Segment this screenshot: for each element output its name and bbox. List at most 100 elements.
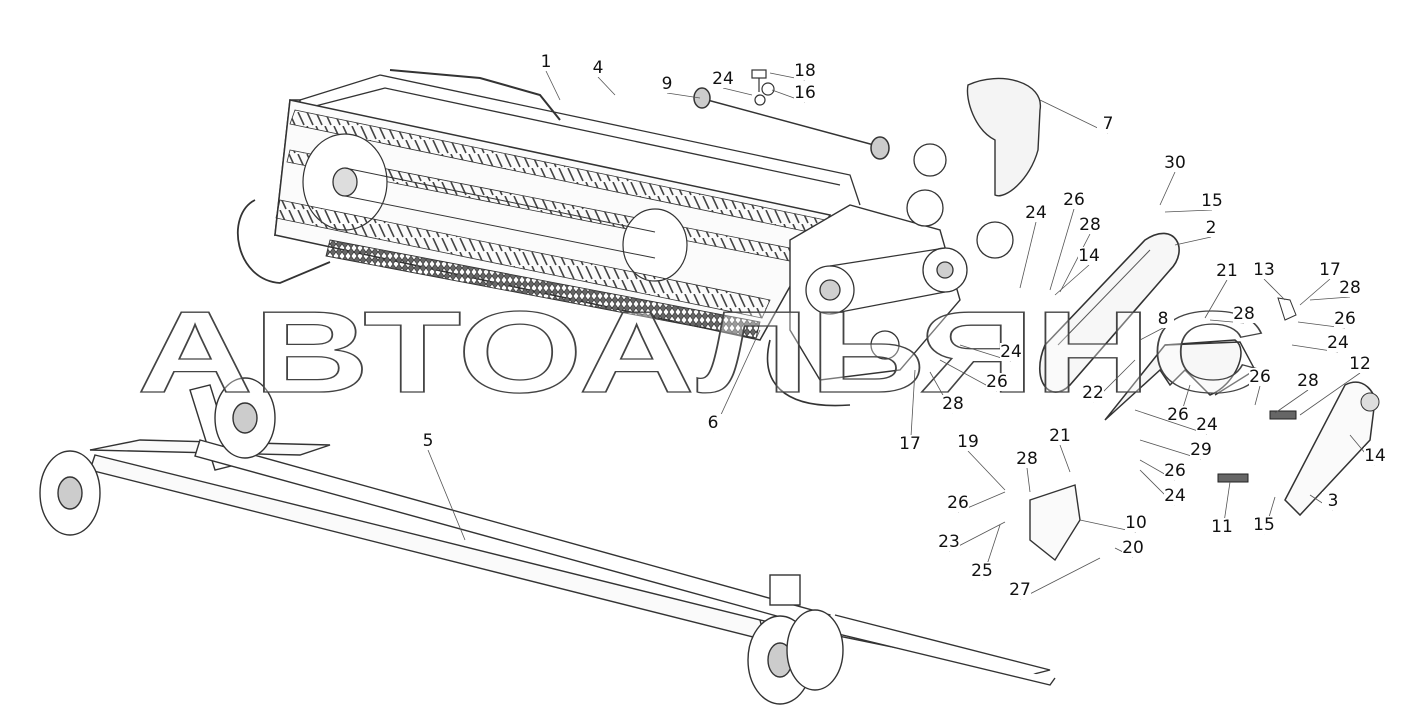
callout-leader-line — [1254, 385, 1261, 406]
callout-label: 24 — [1025, 203, 1047, 223]
bracket-part — [1269, 410, 1297, 420]
callout-label: 25 — [971, 561, 993, 581]
callout-leader-line — [1274, 389, 1309, 414]
callout-label: 17 — [1319, 260, 1341, 280]
callout-label-bg — [1164, 154, 1186, 172]
callout-label: 8 — [1158, 309, 1169, 329]
callout-label-bg — [794, 84, 816, 102]
callout-label-bg — [1200, 219, 1222, 237]
callout-label: 20 — [1122, 538, 1144, 558]
callout-label: 7 — [1103, 114, 1114, 134]
callout-label-bg — [1216, 262, 1238, 280]
callout-label: 26 — [1164, 461, 1186, 481]
callout-label-bg — [1253, 261, 1275, 279]
callout-label: 9 — [662, 74, 673, 94]
callout-leader-line — [1059, 233, 1091, 293]
callout-leader-line — [1039, 99, 1109, 134]
callout-leader-line — [1054, 264, 1090, 296]
callout-label-bg — [1211, 518, 1233, 536]
callout-label: 14 — [1364, 446, 1386, 466]
callout-label: 28 — [942, 394, 964, 414]
callout-leader-line — [1019, 221, 1037, 289]
callout-label-bg — [1201, 192, 1223, 210]
callout-label-bg — [1078, 247, 1100, 265]
callout-label-bg — [947, 494, 969, 512]
callout-leader-line — [666, 92, 701, 99]
callout-label-bg — [1297, 372, 1319, 390]
callout-label: 10 — [1125, 513, 1147, 533]
callout-label-bg — [1319, 261, 1341, 279]
callout-label: 27 — [1009, 580, 1031, 600]
callout-label: 15 — [1201, 191, 1223, 211]
callout-leader-line — [1263, 278, 1286, 301]
drive-shaft — [693, 87, 890, 160]
callout-label: 4 — [593, 58, 604, 78]
callout-label-bg — [417, 432, 439, 450]
callout-label-bg — [1190, 441, 1212, 459]
callout-label: 28 — [1016, 449, 1038, 469]
callout-label: 26 — [1167, 405, 1189, 425]
callout-label: 23 — [938, 532, 960, 552]
callout-label: 26 — [1063, 190, 1085, 210]
callout-leader-line — [1174, 236, 1212, 246]
callout-label: 21 — [1049, 426, 1071, 446]
callout-label: 30 — [1164, 153, 1186, 173]
callout-label-bg — [1122, 539, 1144, 557]
callout-label: 16 — [794, 83, 816, 103]
callout-label: 26 — [986, 372, 1008, 392]
cover-part — [966, 77, 1041, 197]
callout-label-bg — [535, 53, 557, 71]
callout-label-bg — [1196, 416, 1218, 434]
callout-label: 14 — [1078, 246, 1100, 266]
shield-part — [1104, 339, 1242, 421]
bolt-nut-group — [751, 69, 775, 106]
callout-label: 28 — [1339, 278, 1361, 298]
callout-label-bg — [1322, 492, 1344, 510]
callout-leader-line — [1159, 171, 1176, 206]
belt-guard — [1039, 232, 1180, 393]
callout-leader-line — [427, 449, 466, 541]
callout-label-bg — [1253, 516, 1275, 534]
callout-label-bg — [1152, 310, 1174, 328]
callout-leader-line — [1309, 296, 1351, 301]
callout-label: 24 — [1327, 333, 1349, 353]
callout-label-bg — [1167, 406, 1189, 424]
callout-label: 24 — [712, 69, 734, 89]
callout-label: 17 — [899, 434, 921, 454]
callout-label-bg — [1009, 581, 1031, 599]
callout-label: 6 — [708, 413, 719, 433]
callout-label: 28 — [1233, 304, 1255, 324]
callout-label-bg — [712, 70, 734, 88]
callout-label: 24 — [1196, 415, 1218, 435]
callout-label: 29 — [1190, 440, 1212, 460]
bracket-part — [1217, 473, 1249, 483]
callout-label-bg — [1125, 514, 1147, 532]
callout-label: 21 — [1216, 261, 1238, 281]
watermark-text: АВТОАЛЬЯНС — [137, 287, 1267, 417]
callout-label: 3 — [1328, 491, 1339, 511]
callout-label-bg — [899, 435, 921, 453]
callout-label-bg — [1327, 334, 1349, 352]
callout-label-bg — [986, 373, 1008, 391]
callout-label-bg — [794, 62, 816, 80]
callout-label: 28 — [1297, 371, 1319, 391]
callout-label-bg — [1079, 216, 1101, 234]
header-assembly — [236, 69, 1014, 407]
plate-part — [1029, 484, 1081, 562]
callout-label: 24 — [1000, 342, 1022, 362]
callout-leader-line — [1059, 444, 1071, 473]
callout-label-bg — [1233, 305, 1255, 323]
callout-label-bg — [971, 562, 993, 580]
callout-leader-line — [1164, 209, 1213, 213]
callout-label-bg — [1334, 310, 1356, 328]
callout-label-bg — [702, 414, 724, 432]
callout-leader-line — [1299, 278, 1331, 306]
callout-label: 1 — [541, 52, 552, 72]
callout-label-bg — [1063, 191, 1085, 209]
callout-leader-line — [967, 450, 1006, 491]
callout-leader-line — [1134, 409, 1208, 435]
callout-label: 24 — [1164, 486, 1186, 506]
